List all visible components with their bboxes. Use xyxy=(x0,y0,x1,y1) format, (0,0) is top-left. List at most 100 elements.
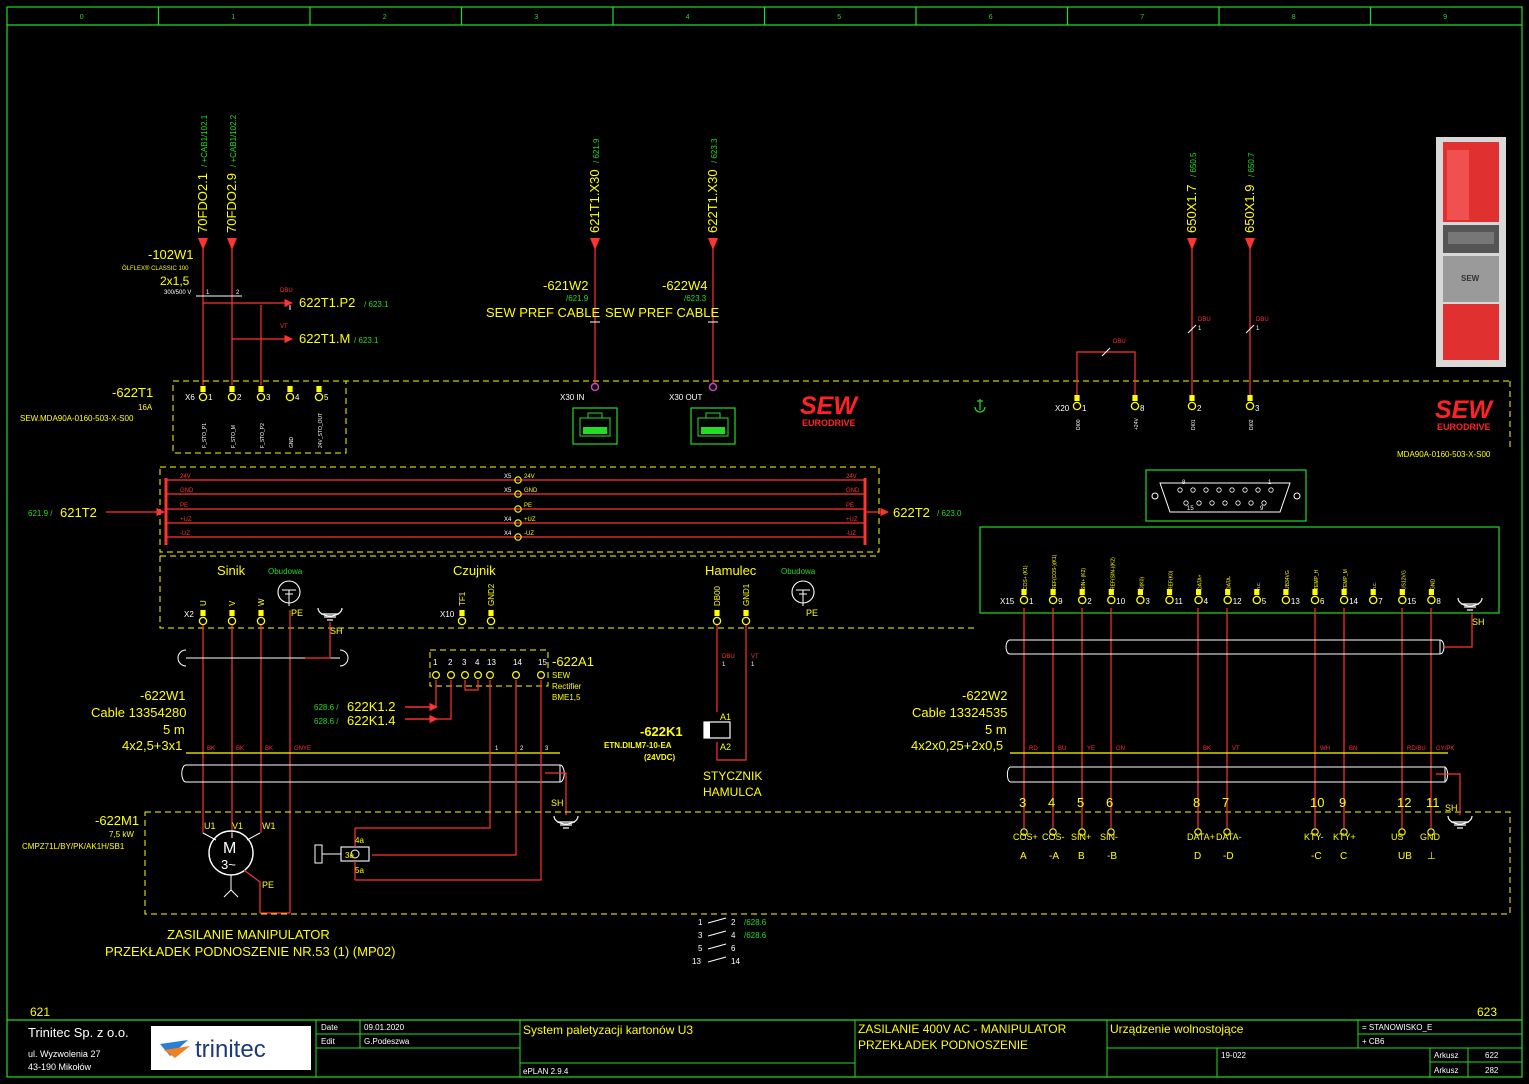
bus-out[interactable]: 622T2 xyxy=(893,505,930,520)
terminal-x6-3[interactable] xyxy=(256,385,266,402)
terminal-x20-3[interactable] xyxy=(1245,394,1255,411)
terminal-x10-GND2[interactable] xyxy=(486,609,496,626)
encoder-terminal[interactable] xyxy=(1078,828,1086,836)
encoder-terminal[interactable] xyxy=(1340,828,1348,836)
svg-text:U1: U1 xyxy=(204,821,216,831)
terminal-x15-8[interactable] xyxy=(1427,588,1436,605)
cable-id[interactable]: -102W1 xyxy=(148,247,194,262)
rectifier-terminal[interactable] xyxy=(432,670,441,679)
bus-terminal[interactable] xyxy=(514,519,522,527)
bus-terminal[interactable] xyxy=(514,476,522,484)
contact-ref[interactable]: /628.6 xyxy=(744,918,767,927)
rectifier-terminal[interactable] xyxy=(461,670,470,679)
encoder-terminal[interactable] xyxy=(1427,828,1435,836)
terminal-x6-1[interactable] xyxy=(198,385,208,402)
svg-text:ePLAN 2.9.4: ePLAN 2.9.4 xyxy=(523,1067,569,1076)
page-next[interactable]: 623 xyxy=(1477,1005,1497,1019)
terminal-x15-9[interactable] xyxy=(1048,588,1058,605)
terminal-brake-GND1[interactable] xyxy=(741,609,751,626)
encoder-terminal[interactable] xyxy=(1311,828,1319,836)
encoder-terminal[interactable] xyxy=(1194,828,1202,836)
wire-color: YE xyxy=(1087,746,1095,752)
terminal-x15-2[interactable] xyxy=(1077,588,1087,605)
terminal-x10-TF1[interactable] xyxy=(457,609,467,626)
encoder-terminal[interactable] xyxy=(1107,828,1115,836)
encoder-terminal[interactable] xyxy=(1049,828,1057,836)
tap-622T1.M[interactable]: 622T1.M xyxy=(299,331,350,346)
terminal-x15-14[interactable] xyxy=(1339,588,1349,605)
svg-text:621.9 /: 621.9 / xyxy=(28,509,53,518)
cable-622W4[interactable]: -622W4 xyxy=(662,278,708,293)
cable-id[interactable]: -622W1 xyxy=(140,688,186,703)
rectifier-terminal[interactable] xyxy=(447,670,456,679)
terminal-x6-4[interactable] xyxy=(285,385,295,402)
bus-rail-label: -UZ xyxy=(524,531,534,537)
terminal-x20-1[interactable] xyxy=(1072,394,1082,411)
terminal-x15-4[interactable] xyxy=(1194,588,1203,605)
wire-color: GN xyxy=(1116,746,1125,752)
device-id[interactable]: -622T1 xyxy=(112,385,153,400)
terminal-x15-5[interactable] xyxy=(1252,588,1262,605)
contactor-id[interactable]: -622K1 xyxy=(640,724,683,739)
svg-text:1: 1 xyxy=(1268,480,1272,486)
bus-tag: X5 xyxy=(504,488,512,494)
contact-ref[interactable]: /628.6 xyxy=(744,931,767,940)
encoder-terminal[interactable] xyxy=(1398,828,1406,836)
terminal-function: DI01 xyxy=(1191,419,1197,430)
terminal-x15-13[interactable] xyxy=(1281,588,1291,605)
column-number: 8 xyxy=(1292,14,1296,21)
cable-id[interactable]: -622W2 xyxy=(962,688,1008,703)
rectifier-terminal[interactable] xyxy=(536,670,545,679)
terminal-x6-2[interactable] xyxy=(227,385,237,402)
terminal-x2-U[interactable] xyxy=(198,609,208,626)
bus-rail-label: PE xyxy=(524,503,532,509)
terminal-function: D(K0) xyxy=(1139,577,1145,590)
wire-70FDO2.1[interactable]: 70FDO2.1 xyxy=(195,173,210,233)
tap-622T1.P2[interactable]: 622T1.P2 xyxy=(299,295,355,310)
terminal-function: DATA- xyxy=(1227,575,1233,590)
rectifier-terminal[interactable] xyxy=(511,670,520,679)
ref-622K1.4[interactable]: 622K1.4 xyxy=(347,713,395,728)
bus-terminal[interactable] xyxy=(514,533,522,541)
motor-id[interactable]: -622M1 xyxy=(95,813,139,828)
terminal-x15-1[interactable] xyxy=(1019,588,1029,605)
terminal-brake-DB00[interactable] xyxy=(712,609,722,626)
wire-650X1.9[interactable]: 650X1.9 xyxy=(1242,185,1257,233)
svg-text:628.6 /: 628.6 / xyxy=(314,703,339,712)
rectifier-terminal[interactable] xyxy=(486,670,495,679)
device-622T1: -622T1 16A SEW.MDA90A-0160-503-X-S00 X6 … xyxy=(20,305,1511,454)
terminal-x20-2[interactable] xyxy=(1187,394,1197,411)
encoder-terminal[interactable] xyxy=(1020,828,1028,836)
terminal-x6-5[interactable] xyxy=(314,385,324,402)
terminal-label: U xyxy=(199,600,208,606)
terminal-x15-7[interactable] xyxy=(1368,588,1378,605)
terminal-x15-3[interactable] xyxy=(1136,588,1145,605)
wire-622T1.X30[interactable]: 622T1.X30 xyxy=(705,169,720,233)
bus-terminal[interactable] xyxy=(514,490,522,498)
signal-name: GND xyxy=(1420,832,1441,842)
rectifier-id[interactable]: -622A1 xyxy=(552,654,594,669)
terminal-x20-8[interactable] xyxy=(1130,394,1140,411)
encoder-terminal[interactable] xyxy=(1223,828,1231,836)
wire-70FDO2.9[interactable]: 70FDO2.9 xyxy=(224,173,239,233)
terminal-x15-6[interactable] xyxy=(1310,588,1320,605)
wire-650X1.7[interactable]: 650X1.7 xyxy=(1184,185,1199,233)
rectifier-terminal[interactable] xyxy=(474,670,483,679)
page-prev[interactable]: 621 xyxy=(30,1005,50,1019)
terminal-function: SIN+ (K2) xyxy=(1081,568,1087,590)
terminal-x2-V[interactable] xyxy=(227,609,237,626)
terminal-function: US12VG xyxy=(1401,570,1407,590)
bus-in[interactable]: 621T2 xyxy=(60,505,97,520)
cable-621W2[interactable]: -621W2 xyxy=(543,278,589,293)
contact-pin: 13 xyxy=(692,957,701,966)
wire-621T1.X30[interactable]: 621T1.X30 xyxy=(587,169,602,233)
ref-622K1.2[interactable]: 622K1.2 xyxy=(347,699,395,714)
terminal-x15-12[interactable] xyxy=(1223,588,1232,605)
terminal-x15-10[interactable] xyxy=(1107,588,1116,605)
wire-color: BK xyxy=(236,746,244,752)
wire-color: RD xyxy=(1029,746,1038,752)
terminal-x15-11[interactable] xyxy=(1165,588,1174,605)
terminal-x15-15[interactable] xyxy=(1398,588,1407,605)
bus-terminal[interactable] xyxy=(514,505,522,513)
terminal-x2-W[interactable] xyxy=(256,609,266,626)
